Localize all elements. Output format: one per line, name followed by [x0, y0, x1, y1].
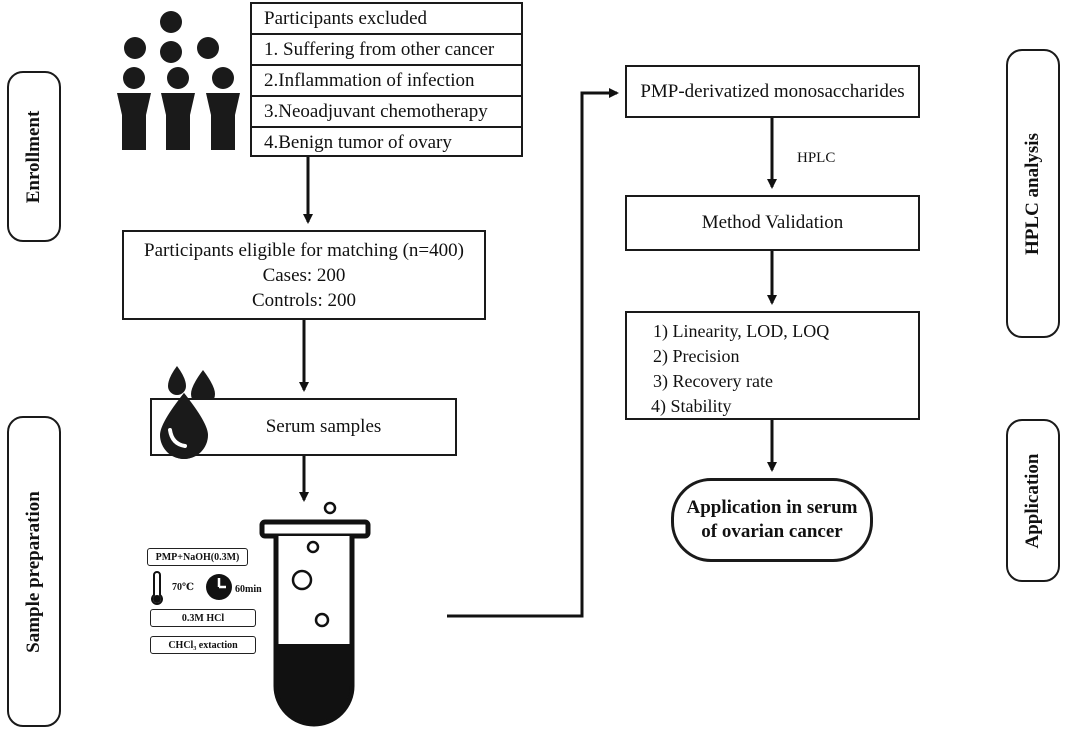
eligible-participants-box: Participants eligible for matching (n=40… — [122, 230, 486, 320]
temperature-label: 70℃ — [172, 582, 194, 593]
people-icon — [117, 11, 240, 150]
exclusion-header: Participants excluded — [252, 4, 521, 35]
validation-item: 4) Stability — [651, 396, 732, 416]
stage-hplc-analysis-label: HPLC analysis — [1022, 132, 1043, 255]
exclusion-item: 2.Inflammation of infection — [252, 66, 521, 97]
stage-application: Application — [1006, 419, 1060, 582]
stage-hplc-analysis: HPLC analysis — [1006, 49, 1060, 338]
eligible-line-3: Controls: 200 — [252, 289, 356, 311]
validation-item: 2) Precision — [653, 346, 740, 366]
pmp-monosaccharides-box: PMP-derivatized monosaccharides — [625, 65, 920, 118]
droplet-overlay — [160, 393, 208, 459]
stage-sample-preparation-label: Sample preparation — [23, 490, 44, 653]
stage-application-label: Application — [1022, 452, 1043, 549]
serum-samples-label: Serum samples — [265, 416, 382, 437]
validation-item: 1) Linearity, LOD, LOQ — [653, 321, 830, 341]
test-tube-icon — [259, 501, 371, 727]
validation-item: 3) Recovery rate — [653, 371, 773, 391]
application-line-2: of ovarian cancer — [701, 521, 843, 542]
arrow-tube-to-pmp — [447, 88, 619, 618]
stage-enrollment: Enrollment — [7, 71, 61, 242]
exclusion-item: 3.Neoadjuvant chemotherapy — [252, 97, 521, 128]
pmp-label: PMP-derivatized monosaccharides — [640, 80, 905, 102]
exclusion-item: 4.Benign tumor of ovary — [264, 131, 452, 153]
eligible-line-1: Participants eligible for matching (n=40… — [144, 239, 464, 261]
exclusion-item: 1. Suffering from other cancer — [252, 35, 521, 66]
eligible-line-2: Cases: 200 — [262, 264, 346, 286]
application-line-1: Application in serum — [686, 497, 858, 518]
time-label: 60min — [235, 584, 262, 595]
thermometer-icon — [151, 571, 163, 605]
method-validation-label: Method Validation — [701, 212, 844, 233]
acid-label: 0.3M HCl — [150, 609, 256, 627]
hplc-arrow-label: HPLC — [797, 150, 836, 166]
exclusion-table: Participants excluded 1. Suffering from … — [250, 2, 523, 157]
extraction-label: CHCl₃ extaction — [150, 636, 256, 654]
clock-icon — [206, 574, 232, 600]
reagent-label: PMP+NaOH(0.3M) — [147, 548, 248, 566]
method-validation-box: Method Validation — [625, 195, 920, 251]
stage-sample-preparation: Sample preparation — [7, 416, 61, 727]
validation-list-box: 1) Linearity, LOD, LOQ 2) Precision 3) R… — [625, 311, 920, 420]
application-result-box: Application in serum of ovarian cancer — [671, 478, 873, 562]
